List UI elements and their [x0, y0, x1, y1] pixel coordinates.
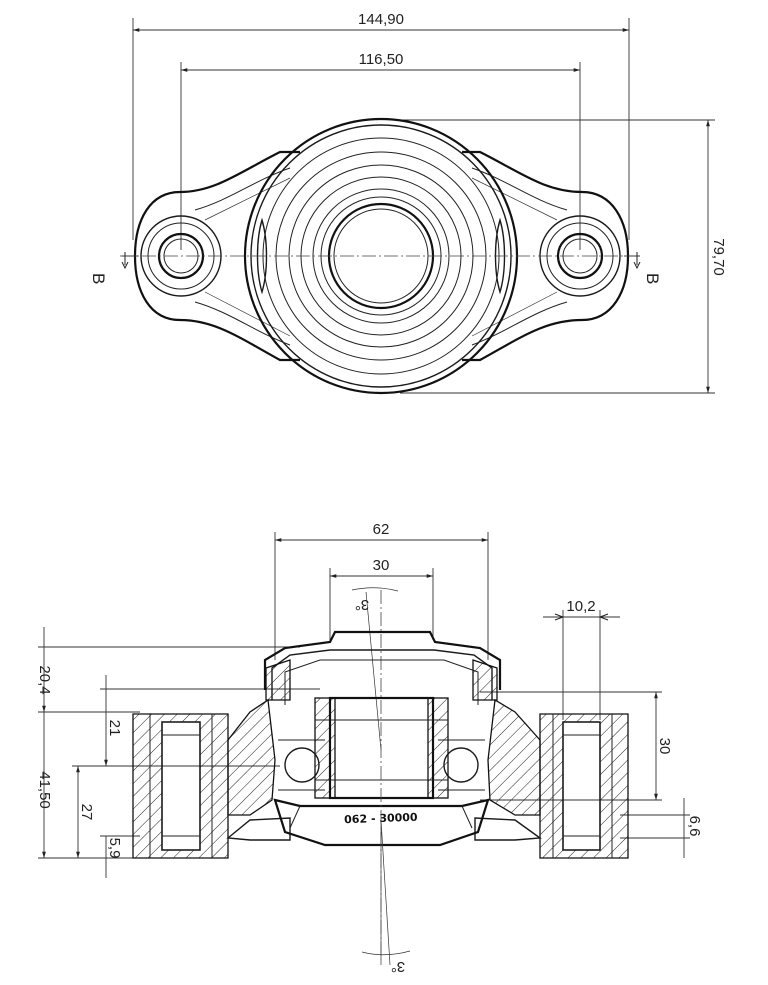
dim-label-right-height: 30	[656, 738, 673, 755]
flange-inner-line	[194, 167, 568, 346]
dim-label-total-height: 41,50	[36, 771, 53, 809]
dim-label-hole-spacing: 116,50	[359, 51, 404, 68]
angle-top: 3°	[351, 587, 399, 751]
dimension-hole-spacing: 116,50	[180, 51, 581, 250]
angle-bottom: 3°	[361, 819, 411, 975]
top-view: 144,90 116,50 79,70	[89, 11, 727, 395]
dim-label-outer-dia: 62	[373, 521, 390, 538]
dim-label-base: 5,9	[106, 838, 123, 859]
angle-label-top: 3°	[355, 596, 369, 613]
dimension-inner-dia: 30	[329, 557, 434, 640]
dim-label-upper: 21	[106, 720, 123, 737]
dim-label-height: 79,70	[710, 238, 727, 276]
dimension-boss-width: 10,2	[543, 598, 620, 720]
housing-arms	[226, 698, 542, 841]
dim-label-boss-width: 10,2	[566, 598, 595, 615]
dim-label-overall-width: 144,90	[358, 11, 404, 28]
dim-label-top-offset: 20,4	[36, 665, 53, 694]
flange-outline	[133, 150, 630, 362]
left-boss-section	[132, 713, 229, 859]
section-label-right: B	[643, 273, 662, 284]
dimension-overall-width: 144,90	[132, 11, 630, 240]
right-dimensions: 30 6,6	[480, 691, 703, 858]
dimension-height: 79,70	[400, 119, 727, 394]
ball-right	[443, 747, 479, 783]
section-label-left: B	[89, 273, 108, 284]
dim-label-lower: 27	[78, 804, 95, 821]
dimension-outer-dia: 62	[274, 521, 489, 660]
dim-label-right-small: 6,6	[686, 816, 703, 837]
section-marker-left: B	[89, 252, 138, 284]
bearing-housing-section: 062 - 30000	[263, 630, 502, 847]
dim-label-inner-dia: 30	[373, 557, 390, 574]
angle-label-bottom: 3°	[391, 958, 405, 975]
right-boss-section	[539, 713, 629, 859]
section-view: 62 30 10,2 3°	[36, 521, 703, 975]
section-marker-right: B	[624, 252, 662, 284]
ball-left	[284, 747, 320, 783]
